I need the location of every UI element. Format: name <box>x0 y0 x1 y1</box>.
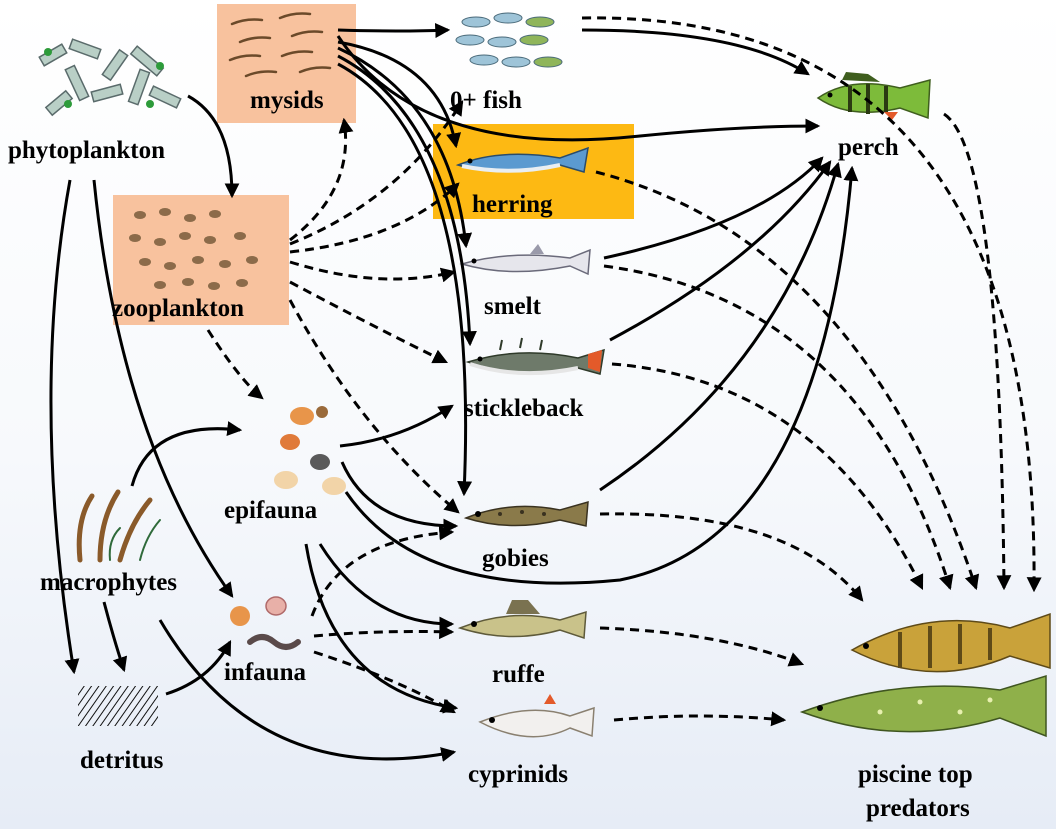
link-detritus-infauna <box>166 642 230 694</box>
juvenile-fish-icon <box>456 13 562 67</box>
juvenile-fish-label: 0+ fish <box>450 87 522 114</box>
link-zooplankton-epifauna <box>208 330 262 398</box>
link-epifauna-perch <box>346 168 852 583</box>
gobies-icon <box>466 502 588 526</box>
link-zooplankton-gobies <box>290 300 458 512</box>
ruffe-label: ruffe <box>492 661 545 688</box>
stickleback-icon <box>468 338 604 374</box>
link-zooplankton-stickleback <box>290 282 446 362</box>
link-cyprinids-predators <box>614 716 784 720</box>
link-epifauna-cyprinids <box>306 544 456 708</box>
predators-label-line1: piscine top <box>858 761 973 788</box>
link-herring-predators <box>596 172 976 588</box>
detritus-icon <box>78 686 158 726</box>
cyprinids-icon <box>480 694 594 737</box>
stickleback-label: stickleback <box>464 395 584 422</box>
predators-label-line2: predators <box>866 795 970 822</box>
link-smelt-perch <box>604 158 822 258</box>
herring-label: herring <box>472 191 553 218</box>
link-zooplankton-smelt <box>290 262 454 279</box>
link-perch-predators <box>944 114 1004 588</box>
epifauna-label: epifauna <box>224 497 318 524</box>
link-infauna-gobies <box>312 532 452 616</box>
cyprinids-label: cyprinids <box>468 761 568 788</box>
link-gobies-predators <box>600 514 862 600</box>
macrophytes-label: macrophytes <box>40 569 177 596</box>
predators-icon <box>802 614 1050 736</box>
link-epifauna-ruffe <box>320 544 452 624</box>
link-ruffe-predators <box>600 628 802 664</box>
epifauna-icon <box>274 406 346 495</box>
perch-icon <box>818 72 930 120</box>
link-macrophytes-cyprinids <box>160 620 454 759</box>
link-epifauna-stickleback <box>340 406 452 446</box>
link-macrophytes-detritus <box>104 602 124 670</box>
link-fish0-predators <box>582 18 1034 590</box>
ruffe-icon <box>460 600 586 638</box>
smelt-label: smelt <box>484 293 542 320</box>
link-fish0-perch <box>582 30 808 74</box>
zooplankton-label: zooplankton <box>112 295 244 322</box>
infauna-label: infauna <box>224 659 306 686</box>
mysids-label: mysids <box>250 87 324 114</box>
link-mysids-fish0 <box>338 30 448 31</box>
phytoplankton-label: phytoplankton <box>8 137 165 164</box>
link-stickleback-perch <box>610 162 830 340</box>
gobies-label: gobies <box>482 545 549 572</box>
infauna-icon <box>230 597 298 647</box>
macrophytes-icon <box>79 492 160 560</box>
link-phytoplankton-detritus <box>51 180 74 672</box>
detritus-label: detritus <box>80 747 164 774</box>
perch-label: perch <box>838 134 899 161</box>
smelt-icon <box>462 244 590 274</box>
phytoplankton-icon <box>39 39 180 115</box>
